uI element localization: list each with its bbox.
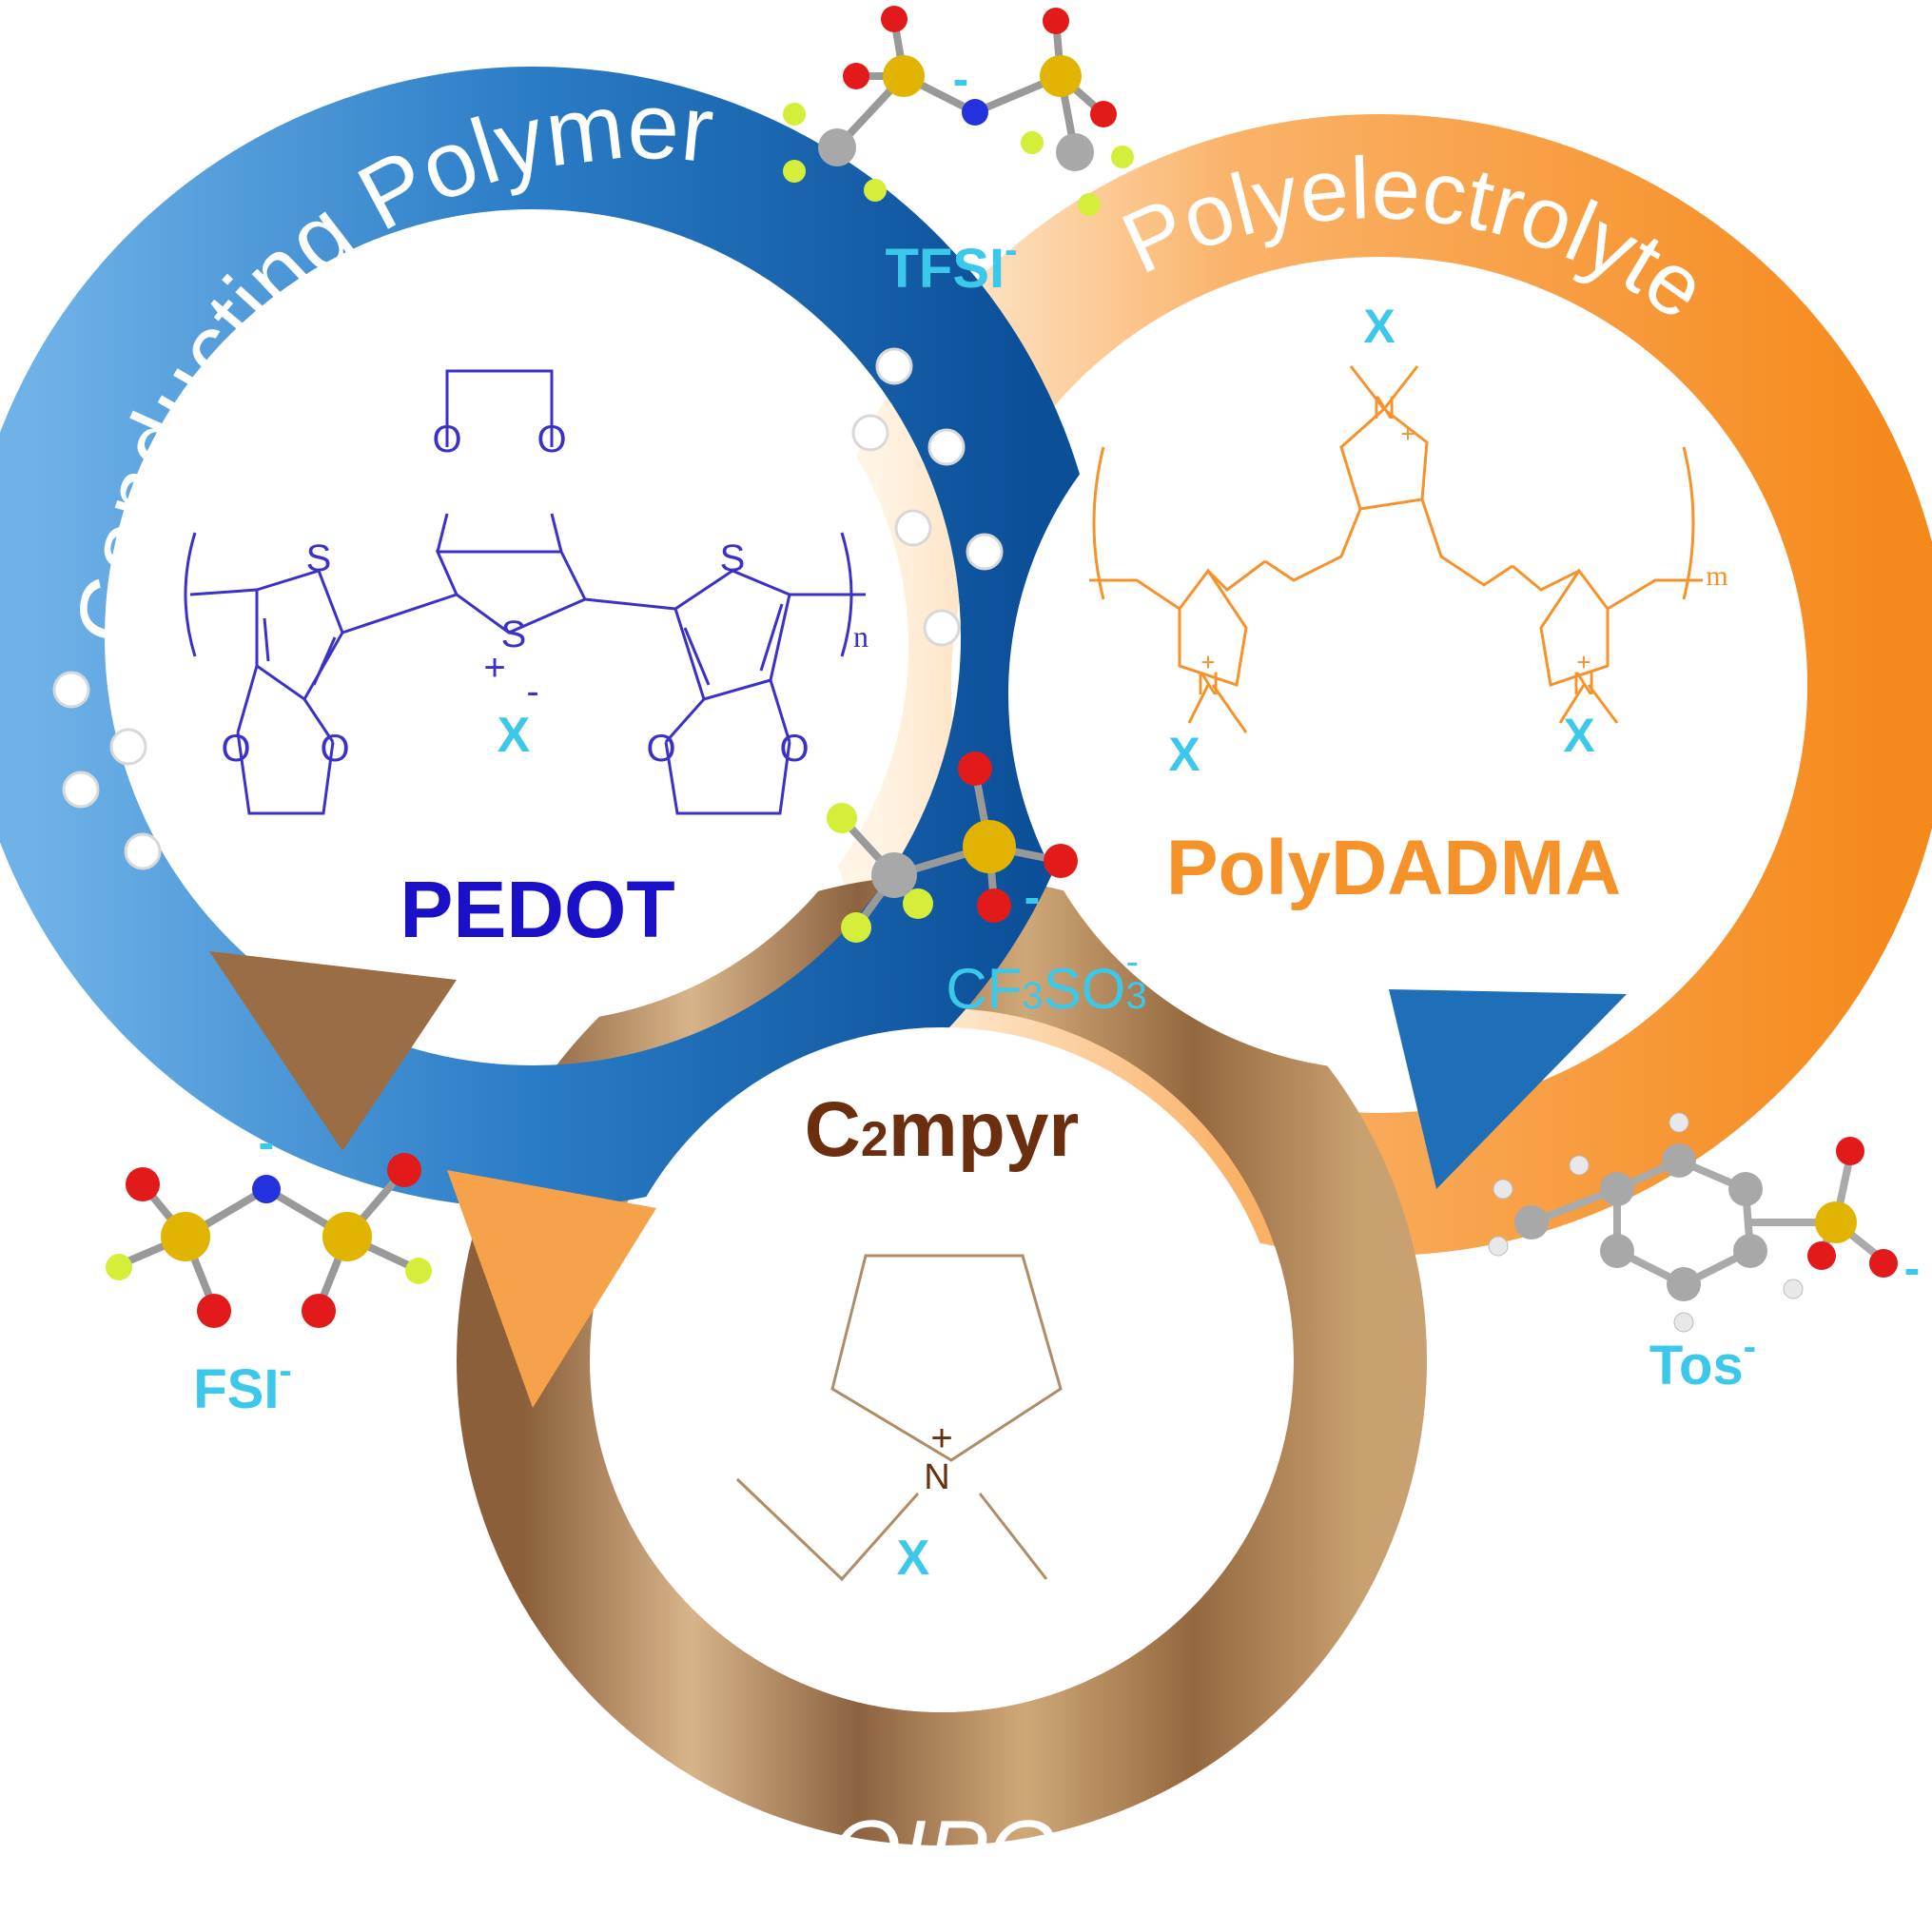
svg-text:m: m	[1706, 560, 1727, 592]
svg-text:O: O	[320, 728, 349, 770]
svg-text:X: X	[1168, 728, 1200, 781]
polydadma-counterions: X X X	[1168, 300, 1594, 781]
pedot-disc	[157, 271, 908, 1023]
svg-text:N: N	[1197, 666, 1220, 702]
brown-arrowhead	[209, 951, 457, 1151]
orange-arrowhead	[447, 1170, 656, 1408]
pedot-structure	[184, 369, 866, 815]
c2mpyr-nitrogen: N	[924, 1457, 949, 1497]
triflate-charge-mark: -	[1025, 870, 1041, 924]
svg-text:n: n	[853, 619, 868, 654]
svg-text:X: X	[1363, 300, 1395, 353]
triflate-label: CF3SO3-	[946, 941, 1146, 1021]
svg-text:+: +	[483, 647, 505, 689]
svg-text:+: +	[1200, 648, 1215, 676]
svg-text:+: +	[1400, 420, 1415, 448]
svg-text:O: O	[221, 728, 250, 770]
fsi-molecule	[106, 1153, 432, 1328]
tos-label: Tos-	[1649, 1326, 1756, 1396]
svg-text:O: O	[779, 728, 809, 770]
fsi-charge-mark: -	[259, 1116, 275, 1169]
pedot-counterion: X	[498, 708, 531, 763]
polydadma-name: PolyDADMA	[1166, 825, 1621, 911]
c2mpyr-structure	[735, 1254, 1063, 1582]
triflate-molecule	[827, 752, 1078, 943]
c2mpyr-name: C2mpyr	[805, 1086, 1080, 1173]
svg-text:S: S	[501, 614, 527, 655]
pedot-atom-labels: S S S O O O O O O + - n	[221, 419, 868, 770]
oipc-label: OIPC	[830, 1802, 1054, 1903]
svg-text:N: N	[1373, 390, 1396, 426]
svg-text:O: O	[646, 728, 675, 770]
svg-text:-: -	[526, 671, 538, 712]
svg-text:O: O	[432, 419, 461, 460]
electron-dots	[52, 347, 1004, 870]
svg-text:S: S	[306, 537, 332, 579]
tfsi-charge-mark: -	[953, 52, 969, 106]
svg-text:S: S	[720, 537, 746, 579]
svg-text:+: +	[1576, 648, 1590, 676]
tfsi-molecule	[783, 6, 1134, 216]
c2mpyr-disc	[599, 1027, 1284, 1712]
tos-charge-mark: -	[1904, 1241, 1921, 1295]
c2mpyr-counterion: X	[897, 1531, 930, 1586]
svg-text:O: O	[537, 419, 566, 460]
svg-text:X: X	[1563, 709, 1594, 762]
blue-arrowhead	[1389, 989, 1627, 1189]
polydadma-atom-labels: N + N N + + m	[1197, 390, 1728, 702]
tos-molecule	[1488, 1112, 1898, 1333]
fsi-label: FSI-	[193, 1350, 292, 1420]
polydadma-structure	[1089, 365, 1703, 733]
svg-text:N: N	[1572, 666, 1596, 702]
tfsi-label: TFSI-	[886, 229, 1018, 300]
c2mpyr-charge: +	[930, 1417, 952, 1459]
polydadma-disc	[1008, 319, 1760, 1070]
pedot-name: PEDOT	[400, 865, 674, 954]
